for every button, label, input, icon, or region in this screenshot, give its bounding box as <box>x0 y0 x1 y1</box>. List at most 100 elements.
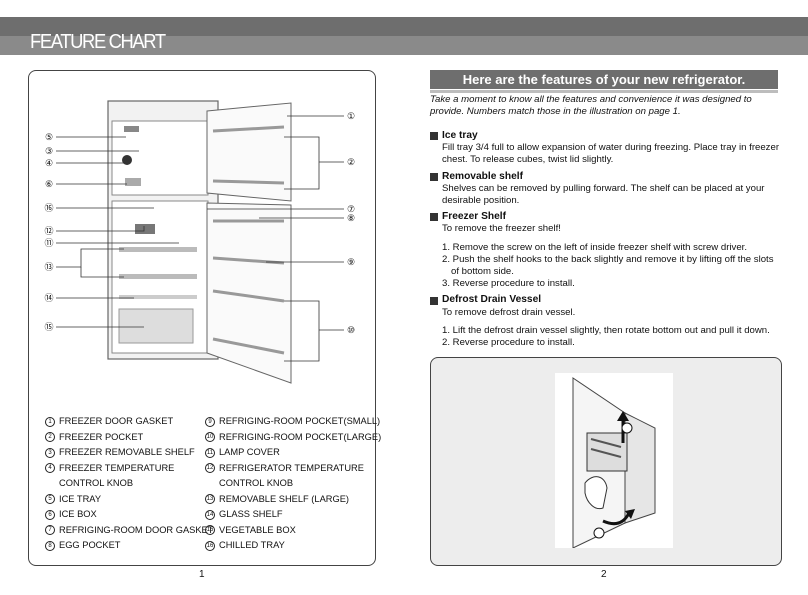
page-title: FEATURE CHART <box>30 31 166 53</box>
step-item: 3. Reverse procedure to install. <box>442 278 575 290</box>
vessel-detail-line <box>590 448 622 458</box>
ice-box-shape <box>125 178 141 186</box>
legend-num: 3 <box>45 447 55 458</box>
freezer-pocket-line <box>212 125 285 133</box>
callout-11: ⑪ <box>44 238 53 248</box>
refrigerator-illustration: ⑤ ③ ④ ⑥ ⑯ ⑫ ⑪ ⑬ ⑭ ⑮ ① ② ⑦ ⑧ ⑨ ⑩ <box>44 100 355 384</box>
legend-item: 7 REFRIGING-ROOM DOOR GASKET <box>45 523 213 539</box>
section-body: To remove the freezer shelf! <box>442 223 561 235</box>
legend-text: FREEZER REMOVABLE SHELF <box>59 447 195 457</box>
section-body: Fill tray 3/4 full to allow expansion of… <box>442 142 780 166</box>
legend-num: 7 <box>45 525 55 536</box>
page-number-left: 1 <box>199 569 205 580</box>
bullet-square-icon <box>430 213 438 222</box>
legend-num: 4 <box>45 463 55 474</box>
callout-16: ⑯ <box>44 203 53 213</box>
legend-text: REFRIGING-ROOM DOOR GASKET <box>59 524 214 535</box>
step-item: 1. Lift the defrost drain vessel slightl… <box>442 324 770 336</box>
callout-10: ⑩ <box>347 325 355 335</box>
section-heading: Freezer Shelf <box>430 211 780 223</box>
section-title: Removable shelf <box>442 170 523 182</box>
legend-num: 2 <box>45 432 55 443</box>
step-marker-2-icon <box>593 527 605 539</box>
fridge-back-shape <box>624 412 656 524</box>
legend-text: CONTROL KNOB <box>59 478 134 488</box>
legend-item: 11 LAMP COVER <box>205 445 381 461</box>
legend-text: ICE BOX <box>59 509 97 519</box>
callout-1: ① <box>347 111 355 121</box>
legend-item: 2 FREEZER POCKET <box>45 430 213 446</box>
legend-item: 8 EGG POCKET <box>45 538 213 554</box>
freezer-shelf-steps: 1. Remove the screw on the left of insid… <box>430 242 780 291</box>
pocket-large-line-2 <box>212 337 285 355</box>
freezer-door <box>206 102 292 202</box>
legend-item-cont: CONTROL KNOB <box>205 476 381 492</box>
drain-vessel-illustration-panel <box>430 357 782 566</box>
section-title: Defrost Drain Vessel <box>442 294 542 306</box>
legend-text: LAMP COVER <box>219 447 280 457</box>
section-heading: Ice tray <box>430 130 780 142</box>
legend-text: CHILLED TRAY <box>219 540 285 550</box>
banner-text: Here are the features of your new refrig… <box>462 72 746 87</box>
fridge-door <box>206 202 292 384</box>
leader-lines <box>56 115 344 362</box>
callout-15: ⑮ <box>44 322 53 332</box>
legend-num: 6 <box>45 509 55 520</box>
vessel-detail-line <box>590 438 622 448</box>
removable-shelf-shape-2 <box>119 274 197 279</box>
header-bar <box>0 17 808 55</box>
drain-vessel-steps: 1. Lift the defrost drain vessel slightl… <box>430 325 780 349</box>
legend-num: 8 <box>45 540 55 551</box>
step-marker-1-icon <box>621 422 633 434</box>
hand-shape <box>584 476 608 510</box>
callout-2: ② <box>347 157 355 167</box>
section-title: Ice tray <box>442 130 478 141</box>
section-heading: Defrost Drain Vessel <box>430 294 780 306</box>
legend-text: CONTROL KNOB <box>219 478 294 488</box>
callout-9: ⑨ <box>347 257 355 267</box>
legend-text: FREEZER DOOR GASKET <box>59 416 174 426</box>
glass-shelf-shape <box>119 295 197 299</box>
legend-num: 12 <box>205 463 215 474</box>
legend-num: 5 <box>45 494 55 505</box>
page-number-right: 2 <box>601 569 607 580</box>
section-heading: Removable shelf <box>430 171 780 183</box>
legend-item: 6 ICE BOX <box>45 507 213 523</box>
legend-item: 4 FREEZER TEMPERATURE <box>45 461 213 477</box>
legend-text: REFRIGING-ROOM POCKET(SMALL) <box>219 416 381 426</box>
callout-14: ⑭ <box>44 293 53 303</box>
rotate-arrow-head-icon <box>625 509 635 519</box>
callout-7: ⑦ <box>347 204 355 214</box>
callout-12: ⑫ <box>44 226 53 236</box>
callout-8: ⑧ <box>347 213 355 223</box>
freezer-knob-shape <box>122 155 132 165</box>
up-arrow-head-icon <box>617 411 629 421</box>
header-accent-band <box>0 36 808 55</box>
features-banner: Here are the features of your new refrig… <box>430 70 778 93</box>
legend-item: 3 FREEZER REMOVABLE SHELF <box>45 445 213 461</box>
intro-text: Take a moment to know all the features a… <box>430 94 752 117</box>
bullet-square-icon <box>430 296 438 305</box>
callout-6: ⑥ <box>45 179 53 189</box>
legend-item-cont: CONTROL KNOB <box>45 476 213 492</box>
legend-num: 16 <box>205 540 215 551</box>
callout-3: ③ <box>45 146 53 156</box>
feature-descriptions: Ice tray Fill tray 3/4 full to allow exp… <box>430 126 780 349</box>
rotate-arrow-icon <box>602 512 631 526</box>
bullet-square-icon <box>430 132 438 141</box>
legend-text: FREEZER TEMPERATURE <box>59 462 175 473</box>
removable-shelf-shape <box>119 247 197 252</box>
legend-text: FREEZER POCKET <box>59 431 144 442</box>
banner-underline <box>430 90 778 93</box>
legend-text: EGG POCKET <box>59 540 121 550</box>
legend-num: 13 <box>205 494 215 505</box>
section-body: To remove defrost drain vessel. <box>442 306 576 318</box>
callout-4: ④ <box>45 158 53 168</box>
legend-num: 11 <box>205 447 215 458</box>
